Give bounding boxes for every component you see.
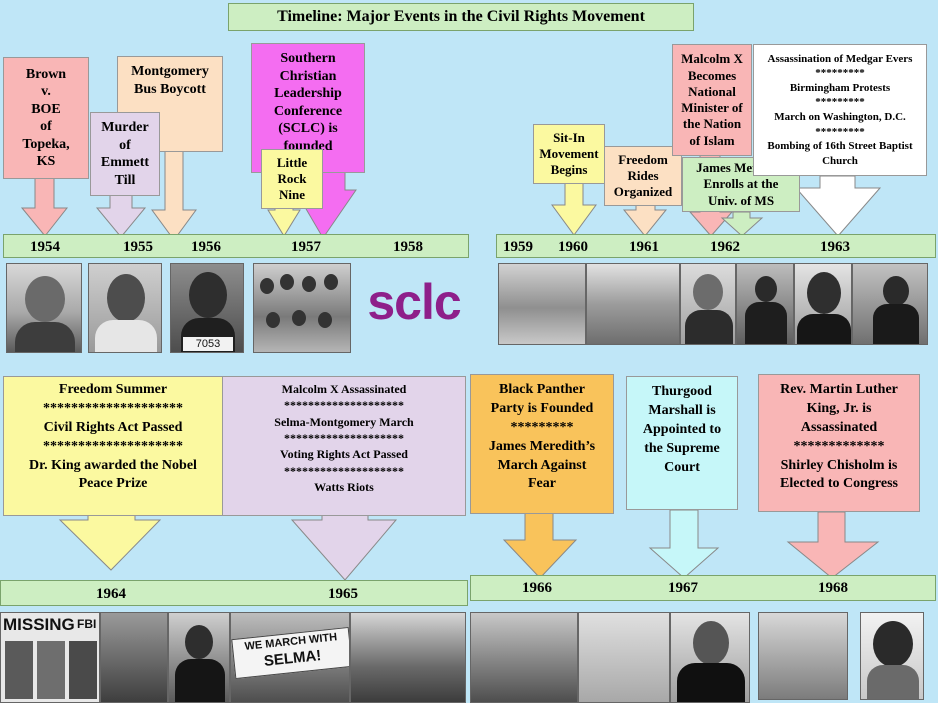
photo-meredith-march [470, 612, 578, 703]
timeline-bar-bottom-left [0, 580, 468, 606]
year-label: 1962 [710, 239, 740, 255]
year-label: 1964 [96, 586, 126, 602]
arrow-1968 [786, 511, 880, 579]
photo-selma-march: WE MARCH WITH SELMA! [230, 612, 350, 703]
photo-shirley-chisholm [860, 612, 924, 700]
photo-thurgood-marshall-1954 [6, 263, 82, 353]
timeline-bar-top-left [3, 234, 469, 258]
event-box-1965: Malcolm X Assassinated *****************… [222, 376, 466, 516]
event-box-malcolm-minister: Malcolm X Becomes National Minister of t… [672, 44, 752, 156]
arrow-meredith [720, 211, 764, 237]
photo-medgar-evers [794, 263, 852, 345]
year-label: 1956 [191, 239, 221, 255]
year-label: 1955 [123, 239, 153, 255]
photo-rosa-parks: 7053 [170, 263, 244, 353]
arrow-1965 [290, 513, 398, 581]
sclc-logo: sclc [367, 274, 461, 330]
photo-little-rock-nine [253, 263, 351, 353]
photo-malcolm-x [680, 263, 736, 345]
badge-number: 7053 [183, 337, 233, 351]
photo-selma-crowd [350, 612, 466, 703]
event-box-1964: Freedom Summer ******************** Civi… [3, 376, 223, 516]
event-box-1963: Assassination of Medgar Evers ********* … [753, 44, 927, 176]
event-box-emmett-till-front: Murder of Emmett Till [90, 112, 160, 196]
event-box-freedom-rides: Freedom Rides Organized [604, 146, 682, 206]
photo-freedom-riders [586, 263, 680, 345]
timeline-bar-top-right [496, 234, 936, 258]
photo-missing-poster: MISSING FBI [0, 612, 100, 703]
arrow-till [95, 194, 147, 238]
arrow-sit-in [551, 181, 597, 236]
year-label: 1960 [558, 239, 588, 255]
arrow-freedom-rides [622, 204, 668, 237]
year-label: 1966 [522, 580, 552, 596]
event-box-sit-in: Sit-In Movement Begins [533, 124, 605, 184]
arrow-1963 [794, 175, 882, 237]
year-label: 1967 [668, 580, 698, 596]
event-box-little-rock-nine: Little Rock Nine [261, 149, 323, 209]
poster-missing-text: MISSING [3, 615, 75, 634]
event-box-brown-v-boe: Brown v. BOE of Topeka, KS [3, 57, 89, 179]
photo-emmett-till [88, 263, 162, 353]
photo-civil-rights-act-signing [100, 612, 168, 703]
arrow-1966 [502, 511, 578, 579]
photo-thurgood-marshall-1967 [670, 612, 750, 703]
year-label: 1968 [818, 580, 848, 596]
timeline-bar-bottom-right [470, 575, 936, 601]
event-box-1966: Black Panther Party is Founded *********… [470, 374, 614, 514]
year-label: 1965 [328, 586, 358, 602]
arrow-1964 [58, 513, 162, 571]
arrow-little-rock [267, 207, 301, 237]
year-label: 1963 [820, 239, 850, 255]
event-box-1968: Rev. Martin Luther King, Jr. is Assassin… [758, 374, 920, 512]
arrow-boycott [151, 149, 197, 241]
photo-meredith-shot [578, 612, 670, 703]
photo-malcolm-x-1965 [168, 612, 230, 703]
photo-james-meredith [736, 263, 794, 345]
year-label: 1959 [503, 239, 533, 255]
photo-lorraine-motel [758, 612, 848, 700]
event-box-1967: Thurgood Marshall is Appointed to the Su… [626, 376, 738, 510]
year-label: 1958 [393, 239, 423, 255]
poster-fbi-text: FBI [77, 617, 97, 631]
year-label: 1957 [291, 239, 321, 255]
photo-sit-in [498, 263, 586, 345]
page-title: Timeline: Major Events in the Civil Righ… [228, 3, 694, 31]
year-label: 1961 [629, 239, 659, 255]
arrow-1967 [648, 509, 720, 579]
photo-march-on-washington [852, 263, 928, 345]
year-label: 1954 [30, 239, 60, 255]
